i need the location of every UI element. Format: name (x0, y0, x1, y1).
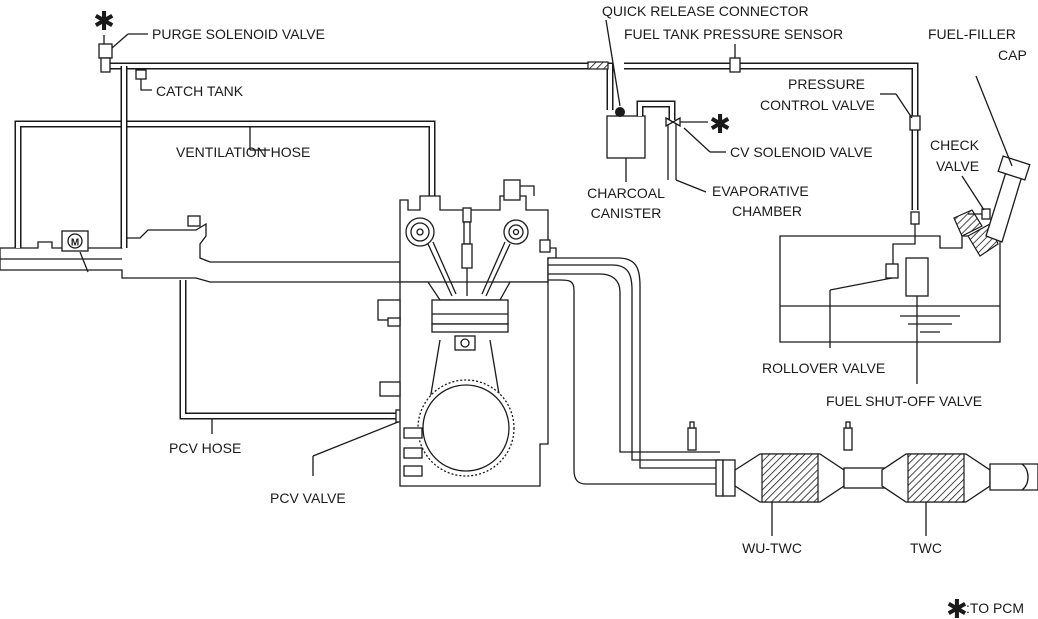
leader-cv-solenoid (683, 127, 711, 153)
label-filler-line1: FUEL-FILLER (928, 26, 1016, 42)
ventilation-hose (14, 120, 436, 248)
throttle-motor: M (61, 230, 89, 252)
leader-pcv-valve (312, 421, 399, 457)
fuel-tank (779, 115, 1031, 343)
label-rollover-valve: ROLLOVER VALVE (762, 360, 885, 376)
leader-purge (111, 33, 129, 49)
fuel-shutoff-valve-icon (905, 257, 929, 297)
label-filler-line2: CAP (998, 47, 1027, 63)
label-wu-twc: WU-TWC (742, 540, 802, 556)
label-fuel-tank-pressure-sensor: FUEL TANK PRESSURE SENSOR (624, 26, 843, 42)
leader-fuel-filler (975, 75, 1013, 167)
motor-mark: M (71, 238, 79, 249)
label-check-line1: CHECK (930, 137, 980, 153)
check-valve-icon (981, 208, 991, 220)
catch-tank (135, 69, 152, 91)
intake-sensor-icon (187, 215, 201, 227)
legend-text: :TO PCM (966, 600, 1024, 616)
leader-check-valve (961, 175, 985, 211)
label-pressure-line1: PRESSURE (788, 76, 865, 92)
label-pcv-hose: PCV HOSE (169, 440, 241, 456)
label-quick-release-connector: QUICK RELEASE CONNECTOR (602, 3, 809, 19)
leader-rollover (829, 277, 893, 291)
label-ventilation-hose: VENTILATION HOSE (176, 144, 310, 160)
leader-quick-release (605, 19, 621, 107)
intake-manifold (0, 215, 401, 283)
label-catch-tank: CATCH TANK (156, 83, 244, 99)
legend-symbol: ✱ (946, 594, 968, 619)
label-evap-line1: EVAPORATIVE (712, 183, 809, 199)
cv-solenoid-valve: ✱ (665, 109, 731, 139)
motor-icon (67, 233, 83, 249)
label-fuel-shutoff-valve: FUEL SHUT-OFF VALVE (826, 393, 982, 409)
pcv-hose (179, 280, 396, 420)
to-pcm-marker-1: ✱ (93, 6, 115, 36)
charcoal-canister (606, 62, 919, 210)
legend: ✱ :TO PCM (946, 594, 1024, 619)
label-purge-solenoid-valve: PURGE SOLENOID VALVE (152, 26, 325, 42)
label-charcoal-line2: CANISTER (591, 205, 662, 221)
pressure-sensor-icon (729, 57, 741, 73)
label-pcv-valve: PCV VALVE (270, 490, 346, 506)
purge-solenoid-valve: ✱ (93, 6, 115, 73)
leader-evaporative-chamber (675, 179, 707, 193)
quick-release-connector-icon (615, 107, 625, 117)
label-twc: TWC (910, 540, 942, 556)
rollover-valve-icon (885, 263, 899, 279)
engine-block (377, 179, 557, 487)
exhaust-system (547, 257, 1038, 503)
label-check-line2: VALVE (936, 158, 979, 174)
to-pcm-marker-2: ✱ (709, 109, 731, 139)
label-evap-line2: CHAMBER (732, 203, 802, 219)
label-pressure-line2: CONTROL VALVE (760, 97, 875, 113)
label-cv-solenoid-valve: CV SOLENOID VALVE (730, 144, 873, 160)
label-charcoal-line1: CHARCOAL (587, 185, 665, 201)
